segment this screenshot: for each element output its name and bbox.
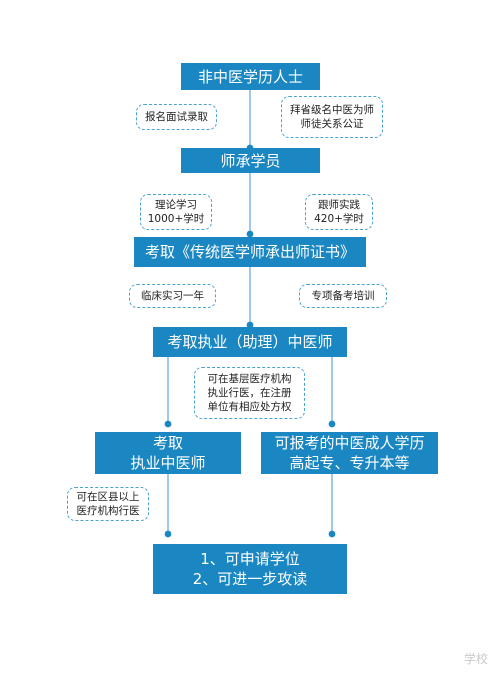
node-start: 非中医学历人士 <box>181 63 320 90</box>
watermark: 学校 <box>463 652 488 666</box>
note-apprentice: 拜省级名中医为师 师徒关系公证 <box>281 96 383 138</box>
note-grassroots: 可在基层医疗机构 执业行医，在注册 单位有相应处方权 <box>194 367 305 419</box>
note-theory: 理论学习 1000+学时 <box>140 194 212 230</box>
note-interview: 报名面试录取 <box>136 104 217 130</box>
node-mentor: 师承学员 <box>181 148 320 173</box>
note-practice: 跟师实践 420+学时 <box>305 194 373 230</box>
node-adult-education: 可报考的中医成人学历 高起专、专升本等 <box>261 432 438 474</box>
note-exam-training: 专项备考培训 <box>299 284 387 308</box>
note-internship: 临床实习一年 <box>129 284 216 308</box>
node-licensed: 考取 执业中医师 <box>95 432 241 474</box>
node-assistant: 考取执业（助理）中医师 <box>153 327 347 357</box>
node-final: 1、可申请学位 2、可进一步攻读 <box>153 544 347 594</box>
node-cert: 考取《传统医学师承出师证书》 <box>134 237 366 267</box>
note-county: 可在区县以上 医疗机构行医 <box>67 487 149 521</box>
